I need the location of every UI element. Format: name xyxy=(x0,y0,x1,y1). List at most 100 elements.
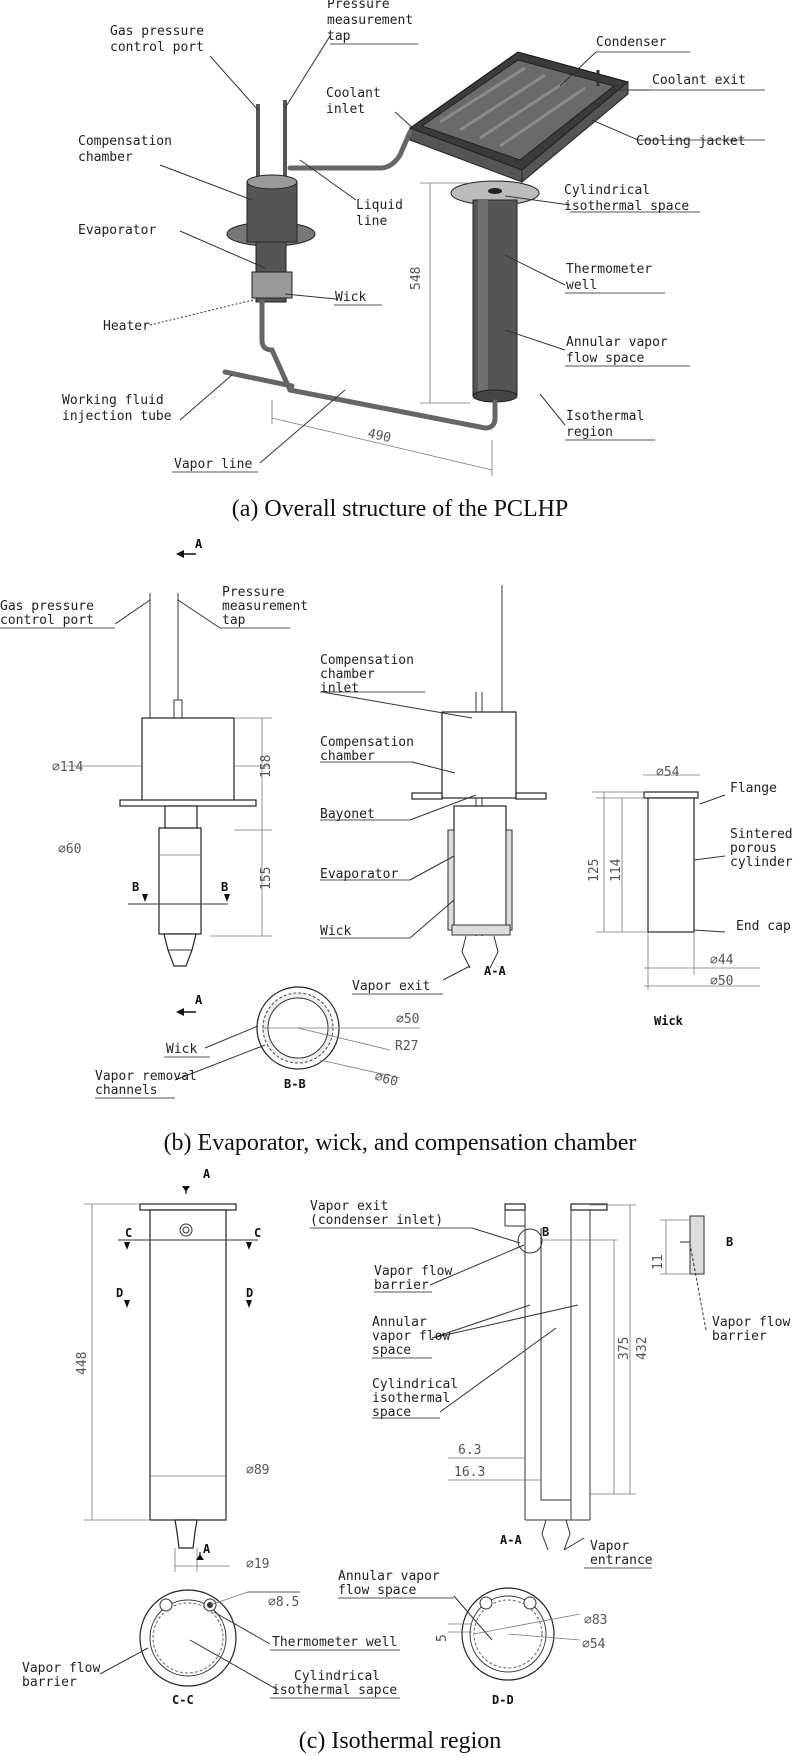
label-wick-bb: Wick xyxy=(166,1042,197,1057)
label-gas-pressure-control-port-b: Gas pressure control port xyxy=(0,599,102,628)
dim-490: 490 xyxy=(366,426,392,446)
label-liquid-line: Liquid line xyxy=(356,198,411,229)
dim-bb-r27: R27 xyxy=(395,1039,418,1054)
label-dd-annular-vapor-flow-space: Annular vapor flow space xyxy=(338,1569,448,1598)
label-flange: Flange xyxy=(730,781,777,796)
panel-a-leaders xyxy=(149,35,765,476)
isothermal-region-3d xyxy=(287,180,540,431)
label-pressure-measurement-tap: Pressure measurement tap xyxy=(327,0,421,44)
dim-d60: ∅60 xyxy=(58,842,81,857)
dim-448: 448 xyxy=(75,1352,90,1375)
detail-b-marker: B xyxy=(542,1225,549,1239)
label-vapor-line: Vapor line xyxy=(174,457,252,472)
injection-tube-3d xyxy=(222,369,295,389)
detail-b xyxy=(660,1215,707,1331)
label-cooling-jacket: Cooling jacket xyxy=(636,134,746,149)
section-cc-title: C-C xyxy=(172,1693,194,1707)
label-detail-vapor-flow-barrier: Vapor flow barrier xyxy=(712,1315,798,1344)
dim-dd-d83: ∅83 xyxy=(584,1613,607,1628)
label-compensation-chamber-b: Compensation chamber xyxy=(320,735,422,764)
label-evaporator-b: Evaporator xyxy=(320,867,398,882)
section-b-left: B xyxy=(132,880,139,894)
label-cc-vapor-flow-barrier: Vapor flow barrier xyxy=(22,1661,108,1690)
dim-dd-d54: ∅54 xyxy=(582,1637,606,1652)
isothermal-elevation xyxy=(84,1203,258,1572)
label-vapor-entrance: Vapor entrance xyxy=(590,1539,653,1568)
evaporator-elevation xyxy=(66,593,272,967)
label-thermometer-well-a: Thermometer well xyxy=(566,262,660,293)
wick-title: Wick xyxy=(654,1014,684,1028)
label-vapor-removal-channels: Vapor removal channels xyxy=(95,1069,205,1098)
label-evaporator-a: Evaporator xyxy=(78,223,156,238)
label-sintered-porous-cylinder: Sintered porous cylinder xyxy=(730,827,800,870)
dim-375: 375 xyxy=(617,1337,632,1360)
label-vapor-exit-b: Vapor exit xyxy=(352,979,430,994)
dim-155: 155 xyxy=(259,867,274,890)
section-marker-a-c-top: A xyxy=(203,1167,211,1181)
dim-114: 114 xyxy=(609,858,624,882)
label-cylindrical-isothermal-space-c: Cylindrical isothermal space xyxy=(372,1377,466,1420)
section-aa-c xyxy=(310,1203,652,1569)
dim-bb-d60: ∅60 xyxy=(373,1069,400,1090)
dim-d19: ∅19 xyxy=(246,1557,269,1572)
label-working-fluid-injection-tube: Working fluid injection tube xyxy=(62,393,172,424)
caption-c: (c) Isothermal region xyxy=(299,1728,502,1754)
label-vapor-flow-barrier-c: Vapor flow barrier xyxy=(374,1264,460,1293)
dim-d50: ∅50 xyxy=(710,974,733,989)
label-gas-pressure-control-port: Gas pressure control port xyxy=(110,24,212,55)
label-bayonet: Bayonet xyxy=(320,807,375,822)
label-annular-vapor-flow-space-a: Annular vapor flow space xyxy=(566,335,676,366)
section-cc xyxy=(99,1589,400,1699)
label-pressure-measurement-tap-b: Pressure measurement tap xyxy=(222,585,316,628)
label-cc-cylindrical-isothermal-sapce: Cylindrical isothermal sapce xyxy=(272,1669,397,1698)
dim-548: 548 xyxy=(409,267,424,290)
label-cc-thermometer-well: Thermometer well xyxy=(272,1635,397,1650)
section-b-right: B xyxy=(221,880,228,894)
section-c-left: C xyxy=(125,1226,132,1240)
dim-d114: ∅114 xyxy=(52,760,83,775)
section-aa-title-b: A-A xyxy=(484,964,506,978)
label-condenser: Condenser xyxy=(596,35,667,50)
dim-6-3: 6.3 xyxy=(458,1443,481,1458)
dim-432: 432 xyxy=(635,1337,650,1360)
evaporator-3d xyxy=(226,100,413,393)
section-marker-a-c-bottom: A xyxy=(203,1542,211,1556)
panel-b: A ∅114 158 xyxy=(0,537,800,1156)
label-end-cap: End cap xyxy=(736,919,791,934)
label-cylindrical-isothermal-space-a: Cylindrical isothermal space xyxy=(564,183,689,214)
wick-drawing xyxy=(592,774,760,990)
label-coolant-inlet: Coolant inlet xyxy=(326,86,389,117)
dim-5: 5 xyxy=(435,1634,450,1642)
caption-b: (b) Evaporator, wick, and compensation c… xyxy=(164,1130,637,1156)
dim-158: 158 xyxy=(259,755,274,778)
section-c-right: C xyxy=(254,1226,261,1240)
section-aa-b xyxy=(320,585,547,995)
dim-d89: ∅89 xyxy=(246,1463,269,1478)
dim-d8-5: ∅8.5 xyxy=(268,1595,299,1610)
label-wick-a: Wick xyxy=(335,290,366,305)
dim-11: 11 xyxy=(651,1254,666,1270)
section-bb xyxy=(95,986,420,1099)
panel-a: Gas pressure control port Pressure measu… xyxy=(62,0,765,522)
dim-bb-d50: ∅50 xyxy=(396,1012,419,1027)
section-d-right: D xyxy=(246,1286,253,1300)
section-aa-title-c: A-A xyxy=(500,1533,522,1547)
label-compensation-chamber-inlet: Compensation chamber inlet xyxy=(320,653,422,696)
dim-d44: ∅44 xyxy=(710,953,734,968)
label-isothermal-region: Isothermal region xyxy=(566,409,652,440)
caption-a: (a) Overall structure of the PCLHP xyxy=(232,496,569,522)
dim-125: 125 xyxy=(587,859,602,882)
section-marker-a-bottom: A xyxy=(195,993,203,1007)
detail-b-label: B xyxy=(726,1235,733,1249)
dim-16-3: 16.3 xyxy=(454,1465,485,1480)
label-heater: Heater xyxy=(103,319,150,334)
condenser-3d xyxy=(408,51,630,184)
section-bb-title: B-B xyxy=(284,1077,306,1091)
dim-d54: ∅54 xyxy=(656,765,680,780)
label-coolant-exit: Coolant exit xyxy=(652,73,746,88)
label-vapor-exit-c: Vapor exit (condenser inlet) xyxy=(310,1199,443,1228)
label-wick-b: Wick xyxy=(320,924,351,939)
label-compensation-chamber-a: Compensation chamber xyxy=(78,134,180,165)
panel-c: A C C D D 448 ∅89 xyxy=(22,1167,798,1754)
